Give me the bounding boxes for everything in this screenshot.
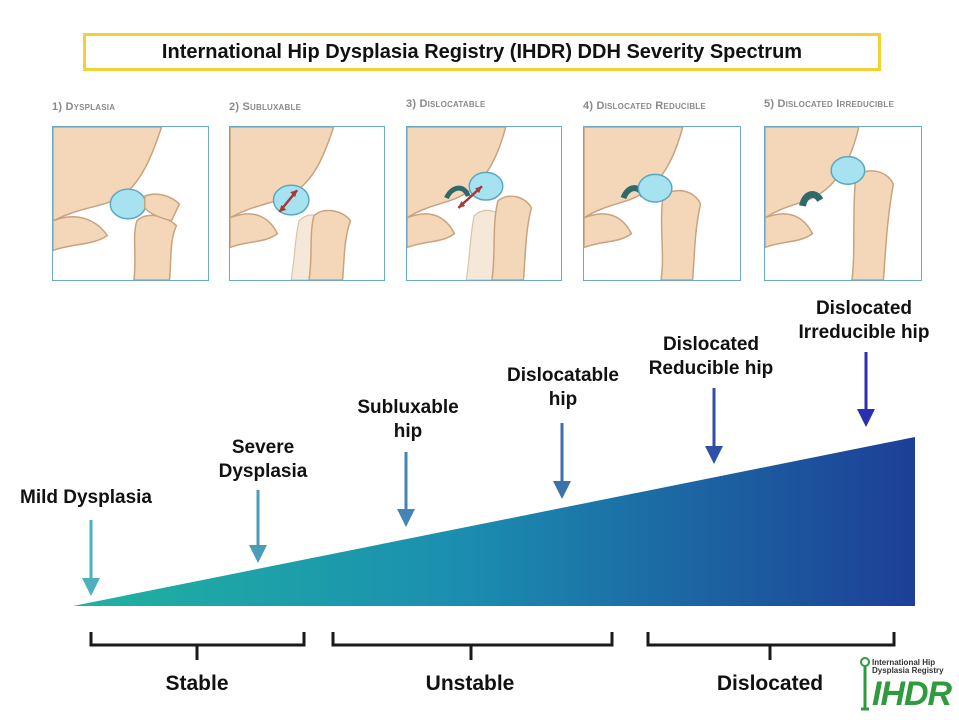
logo-mark: IHDR: [872, 675, 952, 713]
stage-panel-dislocatable: [406, 126, 562, 281]
logo-line-1: International Hip: [872, 658, 936, 667]
callout-line: Severe: [231, 437, 295, 458]
hip-illustration-subluxable: [230, 127, 352, 280]
ihdr-logo: International Hip Dysplasia Registry IHD…: [858, 655, 954, 715]
group-label-dislocated: Dislocated: [716, 672, 824, 695]
callout-dislocated-irreducible-hip: Dislocated Irreducible hip: [785, 297, 943, 345]
bracket-dislocated: [646, 632, 896, 660]
callout-subluxable-hip: Subluxable hip: [346, 396, 470, 444]
stage-name: Dislocated Reducible: [596, 100, 706, 112]
logo-line-2: Dysplasia Registry: [872, 666, 944, 676]
group-label-stable: Stable: [165, 672, 229, 695]
stage-number: 4): [583, 100, 594, 112]
stage-number: 3): [406, 98, 417, 110]
callout-line: Subluxable: [357, 397, 459, 418]
stage-name: Dislocatable: [419, 98, 486, 110]
hip-illustration-dislocatable: [407, 127, 533, 280]
stage-number: 1): [52, 101, 63, 113]
logo-text: International Hip Dysplasia Registry: [872, 658, 944, 676]
arrow-dislocated-irreducible-hip: [857, 352, 875, 427]
stage-name: Dislocated Irreducible: [777, 98, 894, 110]
arrow-mild-dysplasia: [82, 520, 100, 596]
stage-label-4: 4) Dislocated Reducible: [583, 100, 706, 112]
callout-line: hip: [548, 388, 578, 410]
callout-dislocated-reducible-hip: Dislocated Reducible hip: [636, 333, 786, 381]
arrow-dislocatable-hip: [553, 423, 571, 499]
title-box: International Hip Dysplasia Registry (IH…: [83, 33, 881, 71]
arrow-dislocated-reducible-hip: [705, 388, 723, 464]
hip-illustration-dislocated-irreducible: [765, 127, 895, 280]
callout-line: Dislocated: [815, 298, 913, 319]
femur-logo-icon: [860, 657, 870, 711]
callout-dislocatable-hip: Dislocatable hip: [496, 364, 630, 412]
hip-illustration-dysplasia: [53, 127, 181, 280]
callout-line: Mild Dysplasia: [20, 487, 152, 508]
stage-panel-dislocated-reducible: [583, 126, 741, 281]
hip-illustration-dislocated-reducible: [584, 127, 702, 280]
arrow-severe-dysplasia: [249, 490, 267, 563]
stage-label-5: 5) Dislocated Irreducible: [764, 98, 894, 110]
stage-label-3: 3) Dislocatable: [406, 98, 486, 110]
stage-name: Subluxable: [242, 101, 302, 113]
group-label-unstable: Unstable: [425, 672, 515, 695]
stage-number: 5): [764, 98, 775, 110]
stage-panel-dysplasia: [52, 126, 209, 281]
callout-severe-dysplasia: Severe Dysplasia: [203, 436, 323, 484]
stage-panel-subluxable: [229, 126, 385, 281]
page-title: International Hip Dysplasia Registry (IH…: [161, 40, 803, 63]
stage-number: 2): [229, 101, 240, 113]
callout-line: Irreducible hip: [798, 321, 930, 343]
bracket-stable: [89, 632, 306, 660]
callout-line: Dislocatable: [507, 365, 619, 386]
callout-line: Dislocated: [662, 334, 760, 355]
stage-name: Dysplasia: [65, 101, 116, 113]
callout-line: hip: [393, 420, 423, 442]
callout-line: Reducible hip: [648, 357, 774, 379]
callout-line: Dysplasia: [218, 460, 308, 482]
bracket-unstable: [331, 632, 614, 660]
callout-mild-dysplasia: Mild Dysplasia: [20, 486, 152, 510]
stage-panel-dislocated-irreducible: [764, 126, 922, 281]
stage-label-2: 2) Subluxable: [229, 101, 301, 113]
severity-wedge: [73, 437, 915, 606]
stage-label-1: 1) Dysplasia: [52, 101, 115, 113]
arrow-subluxable-hip: [397, 452, 415, 527]
